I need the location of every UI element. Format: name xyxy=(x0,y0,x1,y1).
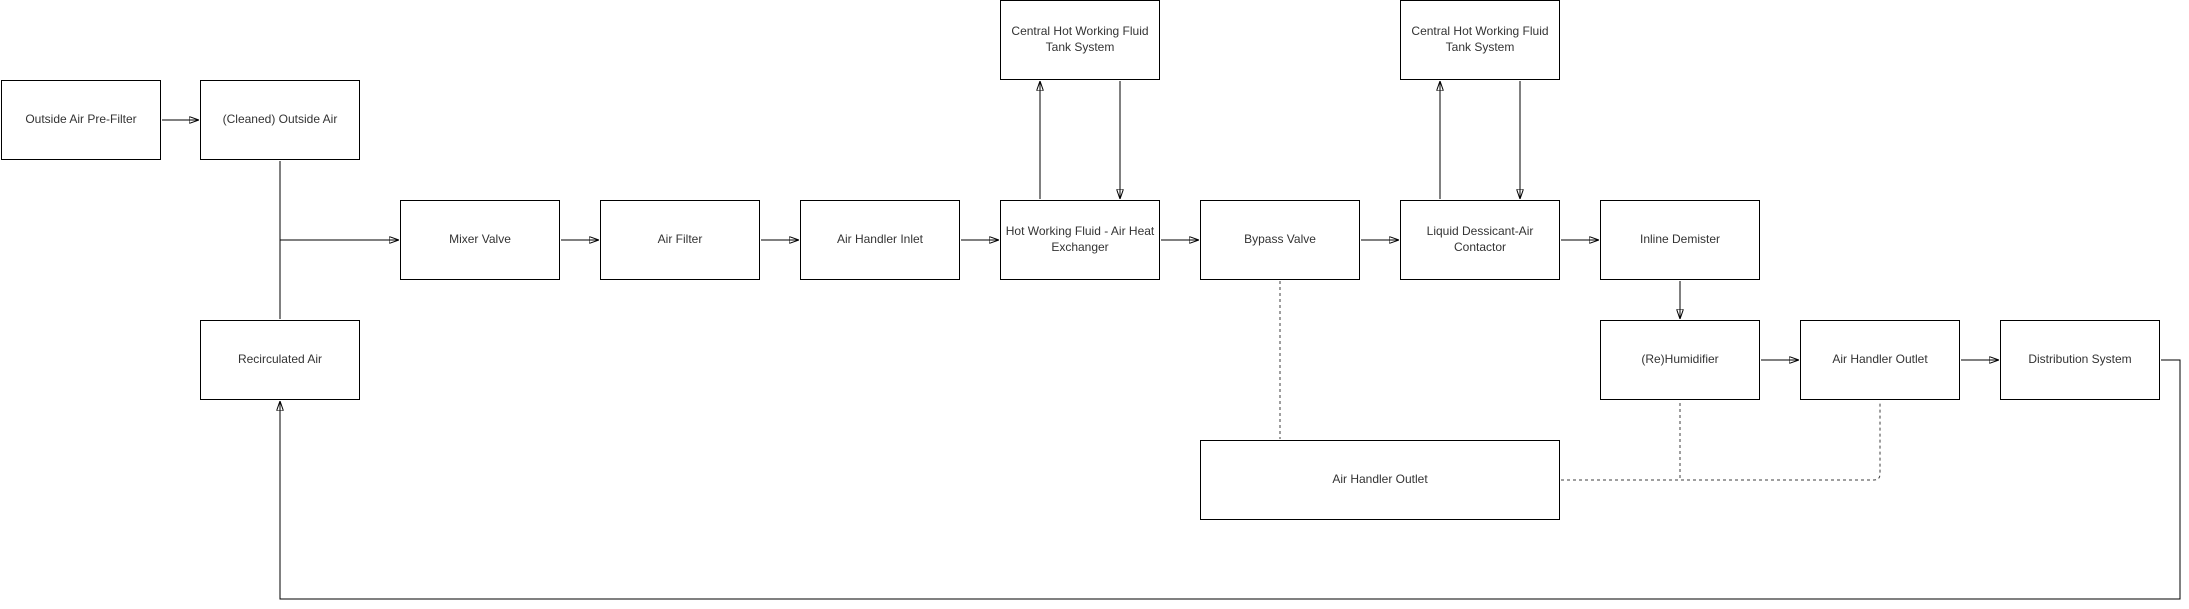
node-label: (Re)Humidifier xyxy=(1641,352,1719,367)
node-air-filter[interactable]: Air Filter xyxy=(600,200,760,280)
node-label: Central Hot Working Fluid Tank System xyxy=(1011,24,1149,54)
node-label: Recirculated Air xyxy=(237,352,323,367)
node-cleaned-outside-air[interactable]: (Cleaned) Outside Air xyxy=(200,80,360,160)
node-label: (Cleaned) Outside Air xyxy=(222,112,338,127)
node-air-handler-inlet[interactable]: Air Handler Inlet xyxy=(800,200,960,280)
node-label: Distribution System xyxy=(2028,352,2132,367)
node-label: Liquid Dessicant-Air Contactor xyxy=(1426,224,1534,254)
node-label: Mixer Valve xyxy=(449,232,511,247)
node-label: Inline Demister xyxy=(1639,232,1721,247)
node-label: Outside Air Pre-Filter xyxy=(25,112,137,127)
node-distribution-system[interactable]: Distribution System xyxy=(2000,320,2160,400)
node-label: Air Handler Inlet xyxy=(836,232,924,247)
node-label: Air Handler Outlet xyxy=(1832,352,1928,367)
node-air-handler-outlet-return[interactable]: Air Handler Outlet xyxy=(1200,440,1560,520)
edge-return-box-to-outlet xyxy=(1561,401,1881,481)
node-hot-working-fluid-air-heat-exchanger[interactable]: Hot Working Fluid - Air Heat Exchanger xyxy=(1000,200,1160,280)
node-label: Air Filter xyxy=(657,232,703,247)
node-inline-demister[interactable]: Inline Demister xyxy=(1600,200,1760,280)
edge-distribution-to-recirculated-air xyxy=(280,359,2181,600)
node-outside-air-pre-filter[interactable]: Outside Air Pre-Filter xyxy=(1,80,161,160)
node-bypass-valve[interactable]: Bypass Valve xyxy=(1200,200,1360,280)
node-label: Bypass Valve xyxy=(1244,232,1316,247)
node-label: Air Handler Outlet xyxy=(1332,472,1428,487)
node-central-hot-working-fluid-tank-system-left[interactable]: Central Hot Working Fluid Tank System xyxy=(1000,0,1160,80)
node-central-hot-working-fluid-tank-system-right[interactable]: Central Hot Working Fluid Tank System xyxy=(1400,0,1560,80)
node-label: Central Hot Working Fluid Tank System xyxy=(1411,24,1549,54)
node-mixer-valve[interactable]: Mixer Valve xyxy=(400,200,560,280)
node-re-humidifier[interactable]: (Re)Humidifier xyxy=(1600,320,1760,400)
node-air-handler-outlet[interactable]: Air Handler Outlet xyxy=(1800,320,1960,400)
node-liquid-dessicant-air-contactor[interactable]: Liquid Dessicant-Air Contactor xyxy=(1400,200,1560,280)
node-label: Hot Working Fluid - Air Heat Exchanger xyxy=(1005,224,1155,254)
node-recirculated-air[interactable]: Recirculated Air xyxy=(200,320,360,400)
